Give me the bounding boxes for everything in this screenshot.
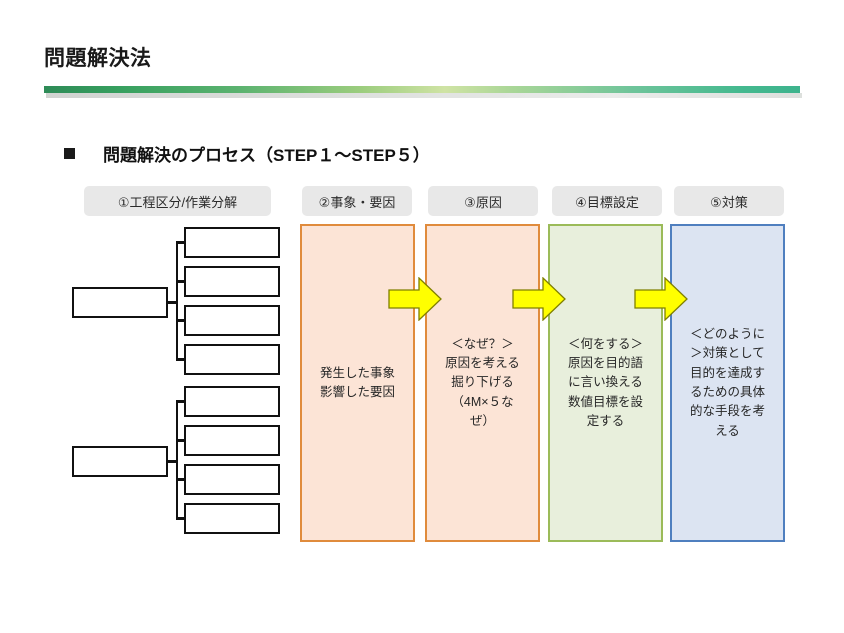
tree-connector-branch-2-2 — [176, 439, 186, 442]
tree-parent-2[interactable] — [72, 446, 168, 477]
tree-connector-branch-1-3 — [176, 319, 186, 322]
column-header-pill-1: ①工程区分/作業分解 — [84, 186, 271, 216]
column-header-pill-4: ④目標設定 — [552, 186, 662, 216]
tree-child-1-3[interactable] — [184, 305, 280, 336]
column-header-pill-3: ③原因 — [428, 186, 538, 216]
column-header-pill-5: ⑤対策 — [674, 186, 784, 216]
arrow-goal-to-countermeasure — [634, 276, 688, 322]
tree-connector-branch-2-1 — [176, 400, 186, 403]
tree-connector-branch-1-4 — [176, 358, 186, 361]
tree-connector-spine-2 — [176, 401, 179, 519]
tree-parent-1[interactable] — [72, 287, 168, 318]
tree-connector-branch-1-2 — [176, 280, 186, 283]
stage-description-countermeasure: ＜どのように ＞対策として 目的を達成す るための具体 的な手段を考 える — [689, 326, 765, 438]
arrow-cause-to-goal — [512, 276, 566, 322]
right-arrow-icon — [634, 276, 688, 322]
tree-connector-branch-2-3 — [176, 478, 186, 481]
tree-connector-parent-2 — [168, 460, 178, 463]
divider-gradient-bar — [44, 86, 800, 93]
tree-child-2-2[interactable] — [184, 425, 280, 456]
stage-column-countermeasure: ＜どのように ＞対策として 目的を達成す るための具体 的な手段を考 える — [670, 224, 785, 542]
tree-child-2-1[interactable] — [184, 386, 280, 417]
section-heading-label: 問題解決のプロセス（STEP１～STEP５） — [103, 146, 430, 165]
column-header-label: ④目標設定 — [575, 194, 639, 210]
stage-description-cause: ＜なぜ？＞ 原因を考える 掘り下げる （4M×５な ぜ） — [445, 336, 520, 429]
tree-connector-parent-1 — [168, 301, 178, 304]
stage-description-event-factor: 発生した事象 影響した要因 — [319, 365, 395, 399]
stage-column-cause: ＜なぜ？＞ 原因を考える 掘り下げる （4M×５な ぜ） — [425, 224, 540, 542]
title-divider — [44, 86, 802, 98]
tree-connector-spine-1 — [176, 242, 179, 360]
right-arrow-icon — [512, 276, 566, 322]
stage-column-event-factor: 発生した事象 影響した要因 — [300, 224, 415, 542]
page-title: 問題解決法 — [44, 47, 152, 70]
column-header-pill-2: ②事象・要因 — [302, 186, 412, 216]
square-bullet-icon — [64, 148, 75, 159]
tree-child-2-4[interactable] — [184, 503, 280, 534]
column-header-label: ③原因 — [464, 194, 502, 210]
tree-child-1-1[interactable] — [184, 227, 280, 258]
tree-child-1-2[interactable] — [184, 266, 280, 297]
section-heading: 問題解決のプロセス（STEP１～STEP５） — [64, 141, 430, 166]
tree-child-1-4[interactable] — [184, 344, 280, 375]
stage-column-goal-setting: ＜何をする＞ 原因を目的語 に言い換える 数値目標を設 定する — [548, 224, 663, 542]
stage-description-goal-setting: ＜何をする＞ 原因を目的語 に言い換える 数値目標を設 定する — [567, 336, 643, 429]
divider-shadow — [46, 93, 802, 98]
tree-connector-branch-2-4 — [176, 517, 186, 520]
column-header-label: ⑤対策 — [710, 194, 748, 210]
tree-connector-branch-1-1 — [176, 241, 186, 244]
arrow-event-to-cause — [388, 276, 442, 322]
column-header-label: ①工程区分/作業分解 — [117, 194, 238, 210]
tree-child-2-3[interactable] — [184, 464, 280, 495]
right-arrow-icon — [388, 276, 442, 322]
column-header-label: ②事象・要因 — [318, 194, 396, 210]
